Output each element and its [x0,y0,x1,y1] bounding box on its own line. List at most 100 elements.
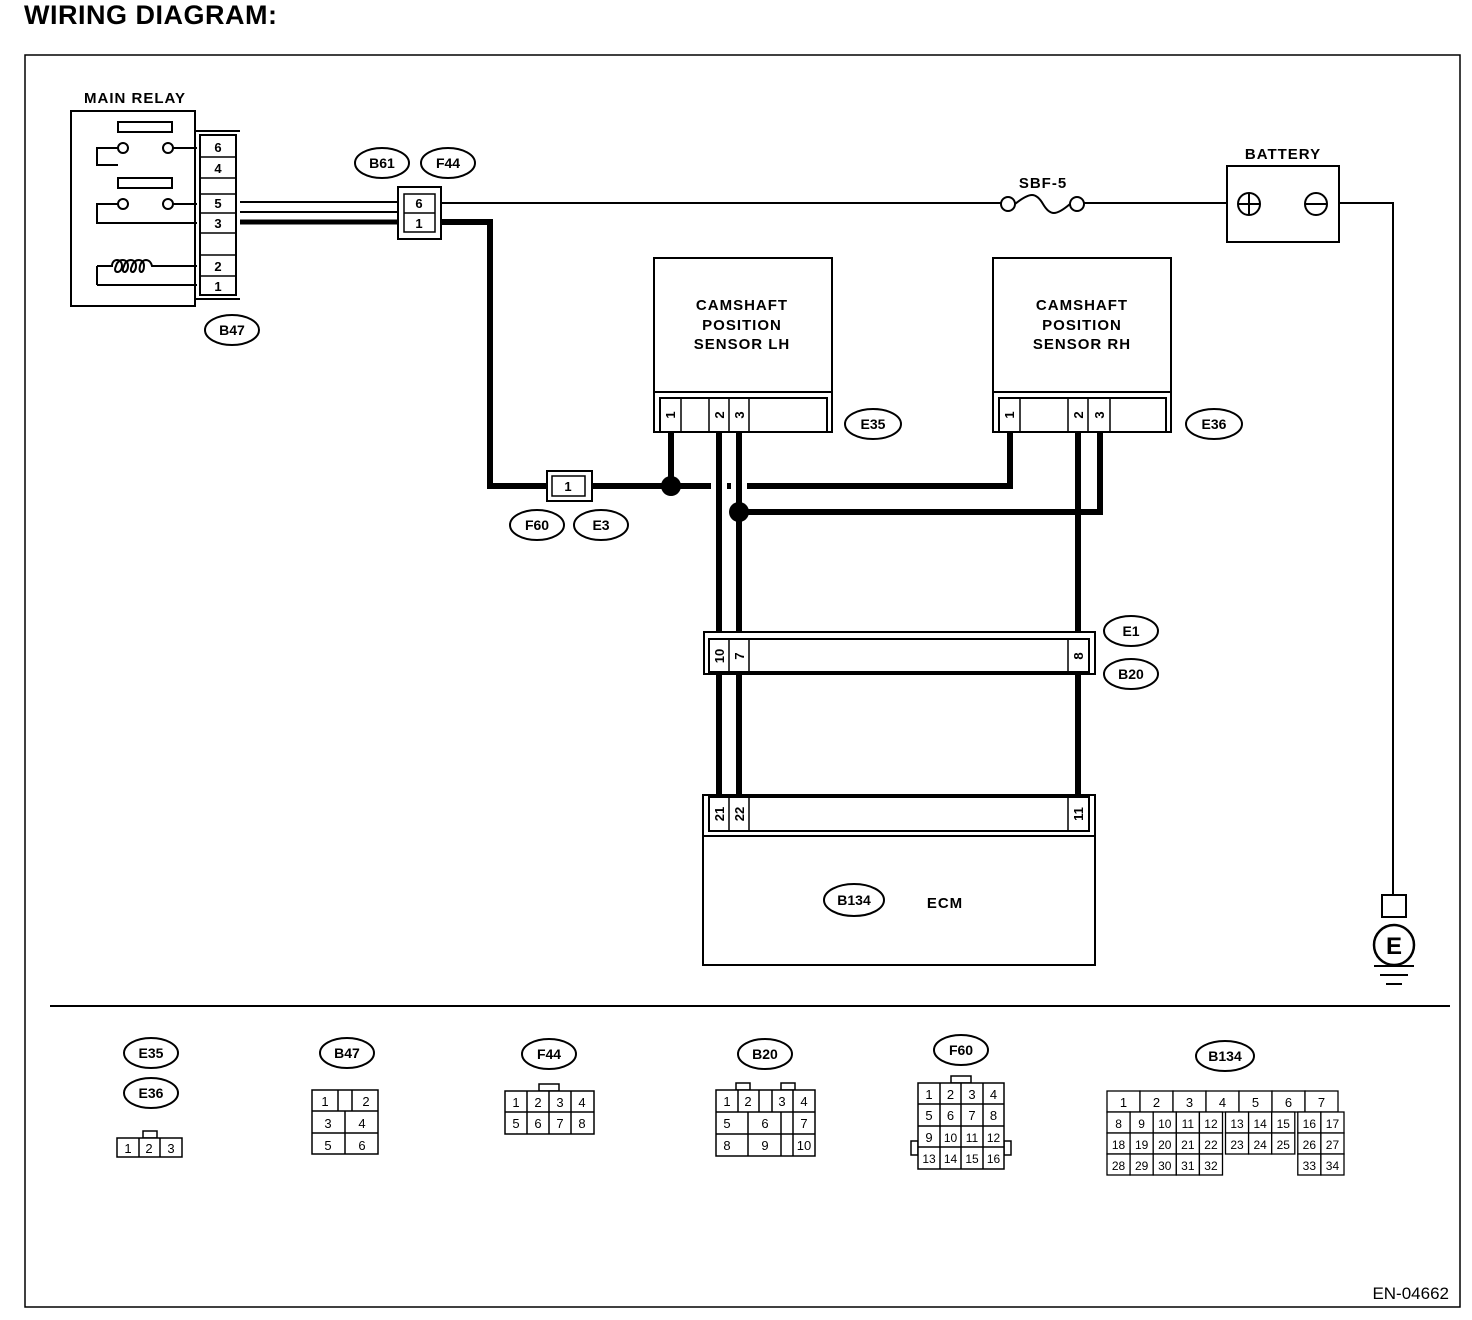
connector-tag-e36-label: E36 [1202,416,1227,432]
legend-b20-pin: 10 [797,1138,811,1153]
camshaft-sensor-lh: CAMSHAFT POSITION SENSOR LH 1 2 3 E35 [653,257,902,440]
diagram-frame [24,54,1461,1308]
legend-b134-pin: 25 [1277,1138,1291,1152]
legend-f44-pin: 7 [556,1116,563,1131]
legend-b134-pin: 34 [1326,1159,1340,1173]
legend-b134-pin: 6 [1285,1095,1292,1110]
connector-tag-b47-label: B47 [219,322,245,338]
legend-b134-pin: 31 [1181,1159,1195,1173]
legend-f60-pin: 13 [922,1152,936,1166]
legend-b47-pin: 5 [324,1138,331,1153]
legend-f60-pin: 15 [965,1152,979,1166]
legend-b134-pin: 17 [1326,1117,1340,1131]
legend-b134-pin: 7 [1318,1095,1325,1110]
legend-b134-cell [1271,1132,1296,1155]
legend-b134-pin: 10 [1158,1117,1172,1131]
fuse-label: SBF-5 [1019,175,1067,192]
splice-dot [729,502,749,522]
ground-symbol: E [1372,894,1416,985]
legend-b134-pin: 19 [1135,1138,1149,1152]
sensor-lh-pin-1: 1 [663,411,678,418]
legend-b20-pin: 4 [800,1094,807,1109]
connector-tag-b61-label: B61 [369,155,395,171]
legend-tag-b47: B47 [334,1045,360,1061]
main-relay: MAIN RELAY 6 4 5 3 [70,90,260,346]
legend-b134-pin: 3 [1186,1095,1193,1110]
legend-b134-pin: 20 [1158,1138,1172,1152]
legend-b134-pin: 18 [1112,1138,1126,1152]
legend-b47-pin: 3 [324,1116,331,1131]
relay-pin-5: 5 [214,196,221,211]
ecm-pin-11: 11 [1071,807,1086,821]
fuse-sbf5: SBF-5 [1000,175,1085,214]
sensor-lh-line-1: CAMSHAFT [696,297,788,314]
connector-tag-e35 [844,408,902,440]
legend-b20-pin: 3 [778,1094,785,1109]
legend-f60-pin: 6 [947,1108,954,1123]
legend-tag-b20: B20 [752,1046,778,1062]
legend-f44-pin: 8 [578,1116,585,1131]
legend-tag-e35: E35 [139,1045,164,1061]
splice-dot [661,476,681,496]
legend-f60-pin: 2 [947,1087,954,1102]
legend-tag-e36: E36 [139,1085,164,1101]
connector-tag-b134-label: B134 [837,892,871,908]
legend-f60-pin: 10 [944,1131,958,1145]
joint-pin-1: 1 [415,216,422,231]
connector-tag-b47 [204,314,260,346]
ecm-label: ECM [927,895,963,912]
battery: BATTERY [1226,146,1340,243]
legend-f60-pin: 16 [987,1152,1001,1166]
legend-f60-pin: 7 [968,1108,975,1123]
legend-b134-pin: 16 [1303,1117,1317,1131]
legend-f60-pin: 14 [944,1152,958,1166]
legend-f60-pin: 12 [987,1131,1001,1145]
legend-f60-pin: 11 [966,1131,979,1145]
connector-tag-b20-label: B20 [1118,666,1144,682]
legend-tag-b134: B134 [1208,1048,1242,1064]
connector-tag-e1 [1103,615,1159,647]
connector-tag-f60 [509,509,565,541]
legend-b134-pin: 28 [1112,1159,1126,1173]
legend-tag-f60: F60 [949,1042,973,1058]
legend-b134-pin: 14 [1253,1117,1267,1131]
joint-connector: B61 F44 6 1 [354,147,476,240]
connector-tag-f44 [420,147,476,179]
connector-tag-e35-label: E35 [861,416,886,432]
legend-b20-pin: 8 [723,1138,730,1153]
sensor-lh-pin-3: 3 [732,411,747,418]
legend-b134-cell [1320,1153,1345,1176]
legend-f60-pin: 1 [925,1087,932,1102]
legend-b134-pin: 21 [1181,1138,1195,1152]
connector-tag-e1-label: E1 [1122,623,1139,639]
legend-b47-pin: 4 [358,1116,365,1131]
ecm-pin-22: 22 [732,807,747,821]
legend-b134-pin: 29 [1135,1159,1149,1173]
relay-pin-6: 6 [214,140,221,155]
sensor-lh-pin-2: 2 [712,411,727,418]
sensor-rh-line-2: POSITION [1042,317,1122,334]
e1-pin-7: 7 [732,652,747,659]
battery-label: BATTERY [1245,146,1321,163]
legend-b134-pin: 30 [1158,1159,1172,1173]
page-title: WIRING DIAGRAM: [24,0,278,30]
legend-f60-pin: 9 [925,1130,932,1145]
relay-pin-4: 4 [214,161,222,176]
legend-f60-pin: 5 [925,1108,932,1123]
relay-pin-2: 2 [214,259,221,274]
sensor-rh-pin-1: 1 [1002,411,1017,418]
legend-b20-pin: 2 [744,1094,751,1109]
legend-b134-pin: 27 [1326,1138,1340,1152]
connector-tag-e3-label: E3 [592,517,609,533]
legend-b20-pin: 5 [723,1116,730,1131]
connector-tag-b134 [823,883,885,917]
legend-b134-pin: 4 [1219,1095,1226,1110]
sensor-rh-line-1: CAMSHAFT [1036,297,1128,314]
legend-b134-pin: 22 [1204,1138,1218,1152]
legend-b20-pin: 7 [800,1116,807,1131]
connector-tag-e36 [1185,408,1243,440]
legend-b47-pin: 1 [321,1094,328,1109]
legend-b134-pin: 12 [1204,1117,1218,1131]
